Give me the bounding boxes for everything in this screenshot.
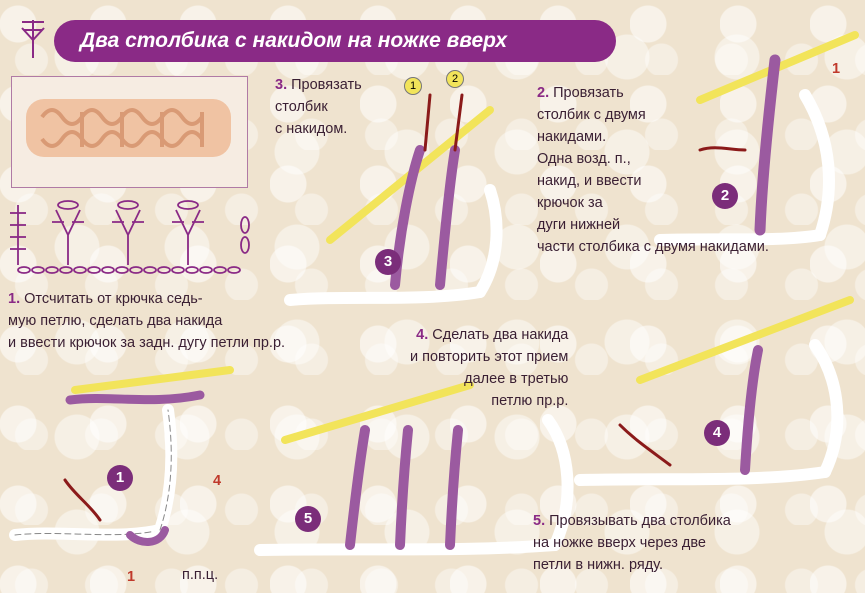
sample-photo — [11, 76, 248, 188]
step-4-line-1: Сделать два накида — [432, 327, 569, 343]
step-5-line-3: петли в нижн. ряду. — [533, 557, 663, 573]
step-2-number: 2. — [537, 85, 550, 101]
figure-badge-5: 5 — [295, 506, 321, 532]
step-3-line-2: столбик — [275, 99, 328, 115]
step-2-line-6: крючок за — [537, 195, 603, 211]
label-1-bottom: 1 — [127, 569, 136, 585]
step-1-line-2: мую петлю, сделать два накида — [8, 313, 223, 329]
step-4-text: 4. Сделать два накида и повторить этот п… — [410, 324, 568, 412]
step-5-line-1: Провязывать два столбика — [549, 513, 731, 529]
step-1-number: 1. — [8, 291, 21, 307]
step-4-line-3: далее в третью — [464, 371, 569, 387]
step-2-line-5: накид, и ввести — [537, 173, 642, 189]
page-title: Два столбика с накидом на ножке вверх — [54, 20, 616, 62]
figure-badge-3: 3 — [375, 249, 401, 275]
step-4-line-4: петлю пр.р. — [491, 393, 569, 409]
label-ppc: п.п.ц. — [182, 567, 219, 583]
step-2-line-8: части столбика с двумя накидами. — [537, 239, 769, 255]
label-4: 4 — [213, 473, 222, 489]
step-1-line-3: и ввести крючок за задн. дугу петли пр.р… — [8, 335, 286, 351]
label-1-top-right: 1 — [832, 61, 841, 77]
marker-circle-1: 1 — [404, 77, 422, 95]
step-2-text: 2. Провязать столбик с двумя накидами. О… — [537, 82, 769, 258]
step-2-line-2: столбик с двумя — [537, 107, 646, 123]
step-2-line-7: дуги нижней — [537, 217, 621, 233]
step-3-number: 3. — [275, 77, 288, 93]
step-2-line-4: Одна возд. п., — [537, 151, 631, 167]
step-2-line-1: Провязать — [553, 85, 624, 101]
step-1-line-1: Отсчитать от крючка седь- — [24, 291, 203, 307]
step-3-text: 3. Провязать столбик с накидом. — [275, 74, 362, 140]
step-5-text: 5. Провязывать два столбика на ножке вве… — [533, 510, 731, 576]
marker-circle-2: 2 — [446, 70, 464, 88]
step-2-line-3: накидами. — [537, 129, 607, 145]
step-1-text: 1. Отсчитать от крючка седь- мую петлю, … — [8, 288, 285, 354]
step-3-line-1: Провязать — [291, 77, 362, 93]
figure-badge-1: 1 — [107, 465, 133, 491]
step-4-line-2: и повторить этот прием — [410, 349, 569, 365]
figure-badge-4: 4 — [704, 420, 730, 446]
step-4-number: 4. — [416, 327, 429, 343]
figure-badge-2: 2 — [712, 183, 738, 209]
step-5-number: 5. — [533, 513, 546, 529]
step-3-line-3: с накидом. — [275, 121, 348, 137]
step-5-line-2: на ножке вверх через две — [533, 535, 706, 551]
